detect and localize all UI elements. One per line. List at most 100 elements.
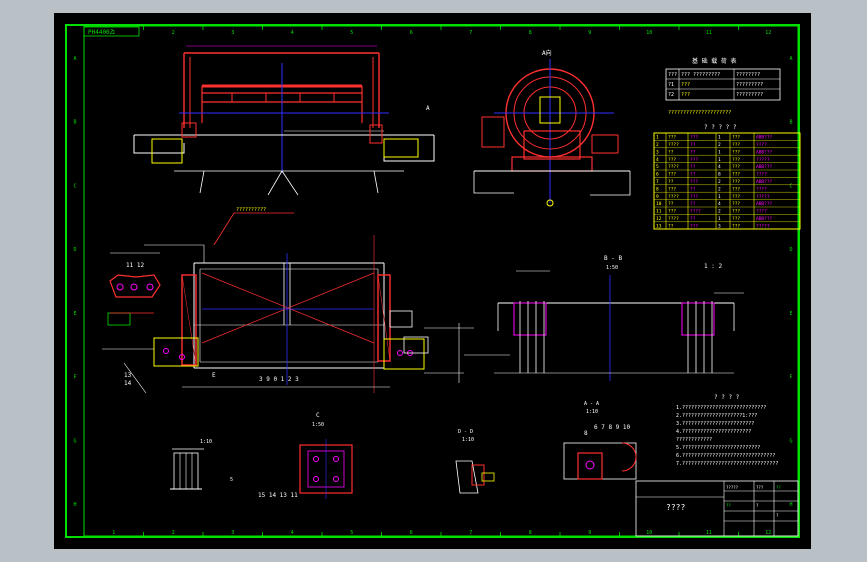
zone-col-mark: 9 [588,30,591,36]
parts-cell: 2 [718,142,721,148]
parts-cell: ??? [690,135,698,141]
parts-rows: 1??????1???ABB???2??????2???????3????1??… [654,135,800,230]
parts-cell: ??? [732,179,740,185]
parts-cell: ?? [690,216,696,222]
bottom-c-scale: 1:50 [312,422,324,428]
spec-cell: ????????? [736,92,763,98]
top-elev-mark: A [426,105,430,112]
zone-row-mark: D [789,247,792,253]
zone-row-mark: G [73,438,76,444]
detail-a-parts: 6 7 8 9 10 [594,424,631,431]
spec-cell: ????????? [736,82,763,88]
zone-col-mark: 1 [112,30,115,36]
note-line: 3.???????????????????????? [676,421,754,427]
parts-cell: 13 [656,223,662,229]
zone-col-mark: 3 [231,30,234,36]
parts-cell: ?? [668,149,674,155]
top-right-section-view: A向 [473,49,631,207]
top-elevation-view: A [133,45,435,196]
parts-cell: ?? [668,201,674,207]
parts-cell: ??? [732,209,740,215]
parts-cell: 12 [656,216,662,222]
note-line: 1.???????????????????????????? [676,405,766,411]
parts-cell: 8 [718,172,721,178]
detail-d-scale: 1:10 [462,437,474,443]
parts-cell: ??? [668,172,676,178]
parts-cell: 5 [656,164,659,170]
spec-cell: ??? [681,92,690,98]
callout-top: ?????????? [236,207,266,213]
parts-cell: ??? [732,186,740,192]
parts-cell: 2 [718,209,721,215]
note-line: 2.????????????????????1:??? [676,413,757,419]
parts-cell: ???? [756,142,767,148]
zone-row-mark: H [73,502,76,508]
mid-dims: 3 9 0 1 2 3 [259,376,299,383]
parts-cell: ??? [732,194,740,200]
zone-row-mark: G [789,438,792,444]
notes-lines: 1.???????????????????????????? 2.????????… [676,405,778,467]
parts-cell: 1 [656,135,659,141]
zone-col-mark: 6 [410,30,413,36]
label-parts-11-12: 11 12 [126,262,144,269]
zone-col-mark: 2 [172,30,175,36]
title-field: ?? [776,485,781,490]
parts-cell: 1 [718,157,721,163]
parts-cell: 6 [656,172,659,178]
zone-col-mark: 4 [291,30,294,36]
parts-cell: ??? [732,135,740,141]
bb-title: B - B [604,255,622,262]
parts-cell: ??? [690,223,698,229]
spec-cell: ??? ????????? [681,72,720,78]
inner-border [83,25,799,537]
bottom-c-parts: 15 14 13 11 [258,492,298,499]
parts-cell: ????? [756,223,770,229]
technical-notes: ? ? ? ? 1.???????????????????????????? 2.… [676,394,778,467]
zone-col-mark: 10 [646,530,652,536]
zone-col-mark: 3 [231,530,234,536]
zone-col-mark: 12 [765,30,771,36]
parts-cell: 1 [718,194,721,200]
label-part-14: 14 [124,380,132,387]
bb-section-view: B - B 1:50 1 : 2 [464,255,744,381]
label-part-13: 13 [124,372,132,379]
spec-cell: ?2 [668,92,674,98]
parts-cell: 1 [718,135,721,141]
parts-cell: ???? [690,209,701,215]
parts-cell: ?? [690,164,696,170]
zone-row-mark: D [73,247,76,253]
parts-cell: 11 [656,209,662,215]
parts-cell: ABB??? [756,179,773,185]
parts-cell: ???? [668,142,679,148]
parts-cell: ?? [690,186,696,192]
notes-title: ? ? ? ? [714,394,740,401]
parts-cell: ??? [732,157,740,163]
zone-col-mark: 4 [291,530,294,536]
main-plan-view: ?????????? 11 12 13 14 E 3 9 0 1 2 3 [102,207,474,394]
parts-cell: 4 [718,201,721,207]
drawing-name: ???? [666,503,685,512]
parts-cell: ??? [732,172,740,178]
zone-col-mark: 10 [646,30,652,36]
title-field: ??? [756,485,764,490]
parts-cell: 4 [718,164,721,170]
parts-cell: ?? [690,149,696,155]
note-line: ???????????? [676,437,712,443]
parts-cell: ??? [732,216,740,222]
small-label: 1:10 [200,439,212,445]
zone-row-mark: C [789,183,792,189]
zone-col-mark: 2 [172,530,175,536]
parts-cell: 2 [718,186,721,192]
zone-col-mark: 5 [350,530,353,536]
parts-cell: ???? [668,194,679,200]
parts-table: ? ? ? ? ? 1??????1???ABB???2??????2?????… [653,124,801,230]
zone-col-mark: 7 [469,30,472,36]
parts-cell: ??? [690,194,698,200]
bb-dim: 1 : 2 [704,263,722,270]
spec-table: 基 础 载 荷 表 ??? ??? ????????? ???????? ?1 … [665,57,781,116]
parts-cell: ?? [668,223,674,229]
zone-col-mark: 8 [529,30,532,36]
parts-cell: ABB??? [756,135,773,141]
